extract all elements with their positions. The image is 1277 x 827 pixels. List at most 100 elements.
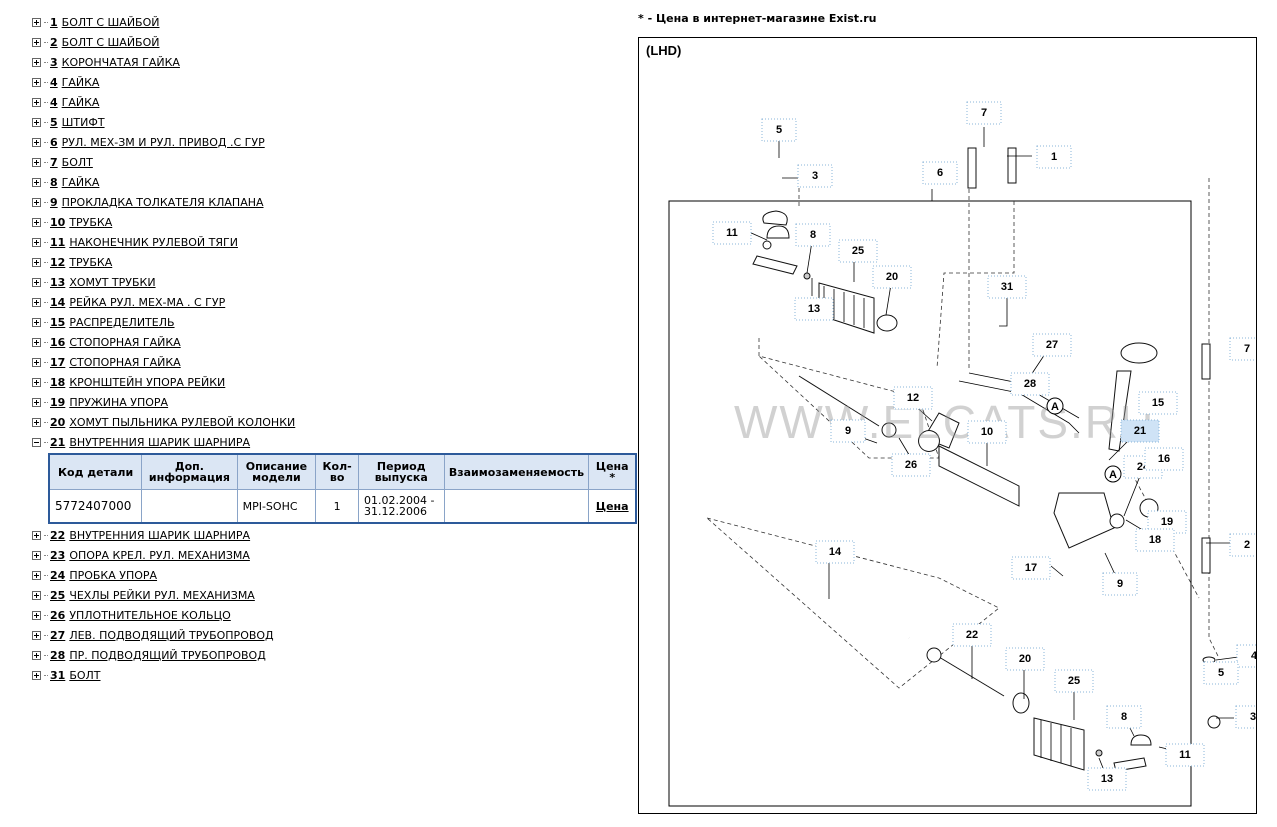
expand-icon[interactable] <box>32 550 41 560</box>
callout-label[interactable]: 8 <box>795 223 831 247</box>
callout-label[interactable]: 18 <box>1135 528 1175 552</box>
callout-label[interactable]: 3 <box>797 164 833 188</box>
callout-label[interactable]: 11 <box>1165 743 1205 767</box>
expand-icon[interactable] <box>32 670 41 680</box>
callout-label[interactable]: 14 <box>815 540 855 564</box>
expand-icon[interactable] <box>32 137 41 147</box>
callout-label[interactable]: 6 <box>922 161 958 185</box>
expand-icon[interactable] <box>32 530 41 540</box>
expand-icon[interactable] <box>32 397 41 407</box>
expand-icon[interactable] <box>32 357 41 367</box>
expand-icon[interactable] <box>32 337 41 347</box>
expand-icon[interactable] <box>32 590 41 600</box>
callout-label[interactable]: 27 <box>1032 333 1072 357</box>
expand-icon[interactable] <box>32 97 41 107</box>
callout-label[interactable]: 5 <box>1203 661 1239 685</box>
callout-label[interactable]: 13 <box>1087 767 1127 791</box>
callout-label[interactable]: 20 <box>872 265 912 289</box>
expand-icon[interactable] <box>32 37 41 47</box>
callout-label[interactable]: 25 <box>838 239 878 263</box>
expand-icon[interactable] <box>32 237 41 247</box>
callout-label[interactable]: 19 <box>1147 510 1187 534</box>
callout-label[interactable]: 13 <box>794 297 834 321</box>
expand-icon[interactable] <box>32 257 41 267</box>
expand-icon[interactable] <box>32 417 41 427</box>
expand-icon[interactable] <box>32 317 41 327</box>
expand-icon[interactable] <box>32 117 41 127</box>
callout-label[interactable]: 21 <box>1120 419 1160 443</box>
callout-label[interactable]: 3 <box>1235 705 1256 729</box>
callout-label[interactable]: 2 <box>1229 533 1256 557</box>
callout-label[interactable]: 4 <box>1236 644 1256 668</box>
callout-label[interactable]: 12 <box>893 386 933 410</box>
callout-label[interactable]: 9 <box>830 419 866 443</box>
expand-icon[interactable] <box>32 197 41 207</box>
callout-label[interactable]: 25 <box>1054 669 1094 693</box>
callout-label[interactable]: 1 <box>1036 145 1072 169</box>
callout-label[interactable]: 28 <box>1010 372 1050 396</box>
expand-icon[interactable] <box>32 570 41 580</box>
callout-label[interactable]: 10 <box>967 420 1007 444</box>
callout-label[interactable]: 11 <box>712 221 752 245</box>
callout-label[interactable]: 15 <box>1138 391 1178 415</box>
callout-label[interactable]: 26 <box>891 453 931 477</box>
callout-label[interactable]: 7 <box>1229 337 1256 361</box>
expand-icon[interactable] <box>32 277 41 287</box>
callout-label[interactable]: 8 <box>1106 705 1142 729</box>
callout-label[interactable]: 16 <box>1144 447 1184 471</box>
collapse-icon[interactable] <box>32 437 41 447</box>
callout-label[interactable]: 5 <box>761 118 797 142</box>
expand-icon[interactable] <box>32 57 41 67</box>
expand-icon[interactable] <box>32 650 41 660</box>
callout-label[interactable]: 17 <box>1011 556 1051 580</box>
callout-label[interactable]: 20 <box>1005 647 1045 671</box>
expand-icon[interactable] <box>32 297 41 307</box>
callout-marker[interactable]: A <box>1046 397 1064 415</box>
callout-label[interactable]: 31 <box>987 275 1027 299</box>
expand-icon[interactable] <box>32 77 41 87</box>
expand-icon[interactable] <box>32 217 41 227</box>
callout-marker[interactable]: A <box>1104 465 1122 483</box>
price-link[interactable]: Цена <box>595 499 629 513</box>
expand-icon[interactable] <box>32 17 41 27</box>
expand-icon[interactable] <box>32 610 41 620</box>
valve-seal-part <box>1120 342 1158 364</box>
expand-icon[interactable] <box>32 177 41 187</box>
callout-label[interactable]: 7 <box>966 101 1002 125</box>
callout-label[interactable]: 9 <box>1102 572 1138 596</box>
expand-icon[interactable] <box>32 157 41 167</box>
expand-icon[interactable] <box>32 377 41 387</box>
callout-label[interactable]: 22 <box>952 623 992 647</box>
expand-icon[interactable] <box>32 630 41 640</box>
